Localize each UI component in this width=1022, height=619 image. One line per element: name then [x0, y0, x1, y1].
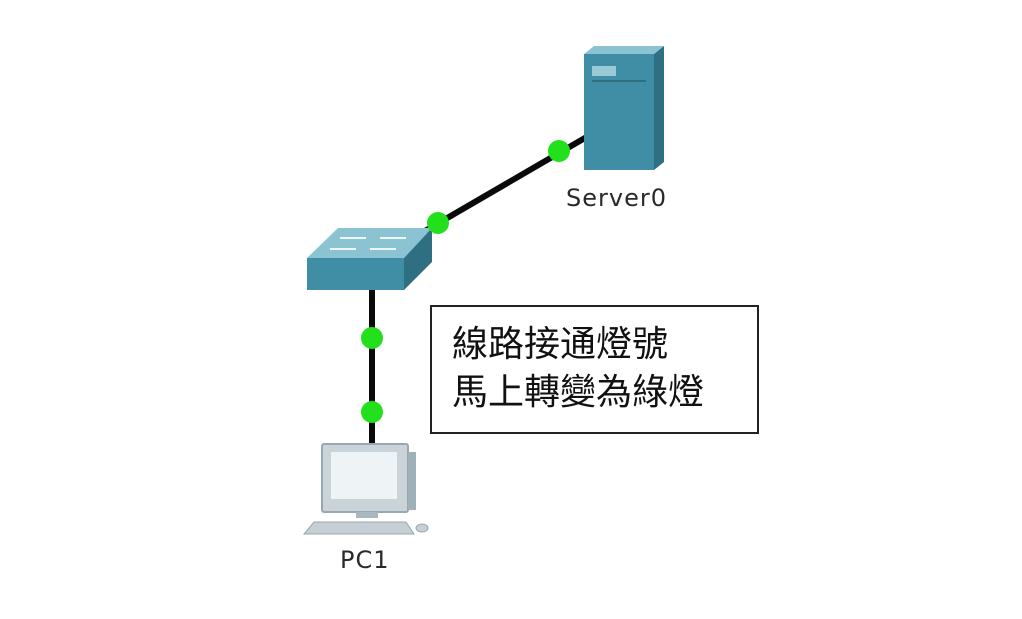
annotation-line-2: 馬上轉變為綠燈: [452, 372, 705, 413]
annotation-line-1: 線路接通燈號: [452, 324, 669, 365]
server-label: Server0: [566, 184, 667, 212]
link-light-server-end: [548, 140, 570, 162]
link-light-switch-downlink: [361, 327, 383, 349]
pc-icon[interactable]: [302, 443, 429, 535]
annotation-box: 線路接通燈號 馬上轉變為綠燈: [430, 305, 759, 434]
link-light-switch-uplink: [427, 212, 449, 234]
link-light-pc-end: [361, 401, 383, 423]
server-icon[interactable]: [584, 46, 664, 170]
pc-label: PC1: [340, 546, 390, 574]
switch-icon[interactable]: [307, 228, 432, 290]
